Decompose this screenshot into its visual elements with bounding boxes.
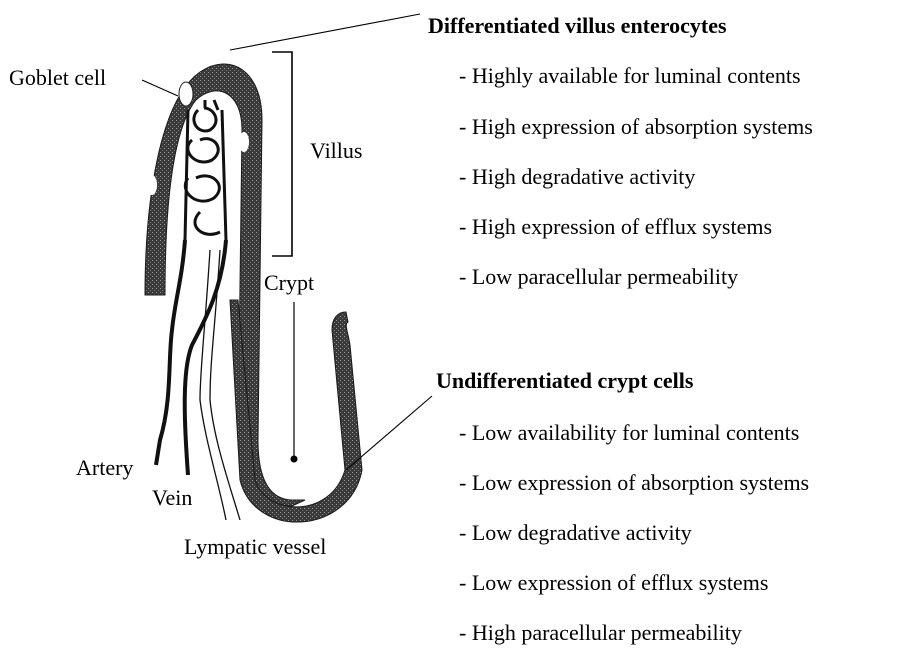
villus-item: - High expression of efflux systems [459,216,772,238]
crypt-item: - Low availability for luminal contents [459,422,799,444]
artery-label: Artery [76,457,133,479]
goblet-cell-leader [142,80,178,96]
lymphatic-vessel-label: Lympatic vessel [184,536,326,558]
crypt-label: Crypt [264,272,314,294]
goblet-cell-shape-2 [239,132,249,152]
crypt-item: - Low degradative activity [459,522,692,544]
villus-item: - Low paracellular permeability [459,266,738,288]
villus-bracket [272,52,292,256]
crypt-item: - High paracellular permeability [459,622,742,644]
vein-label: Vein [152,487,192,509]
villus-item: - Highly available for luminal contents [459,65,801,87]
villus-item: - High degradative activity [459,166,695,188]
crypt-item: - Low expression of efflux systems [459,572,768,594]
capillary-network [185,100,226,240]
goblet-cell-shape [179,82,193,106]
villus-tip-leader [230,14,420,50]
villus-item: - High expression of absorption systems [459,116,813,138]
lymphatic-vessel-lines [200,250,240,520]
crypt-pointer-dot [291,456,298,463]
vein-vessel [185,240,226,475]
crypt-section-heading: Undifferentiated crypt cells [436,370,693,392]
villus-section-heading: Differentiated villus enterocytes [428,15,727,37]
crypt-item: - Low expression of absorption systems [459,472,809,494]
goblet-cell-shape-3 [147,175,157,195]
goblet-cell-label: Goblet cell [9,67,106,89]
villus-label: Villus [310,140,362,162]
